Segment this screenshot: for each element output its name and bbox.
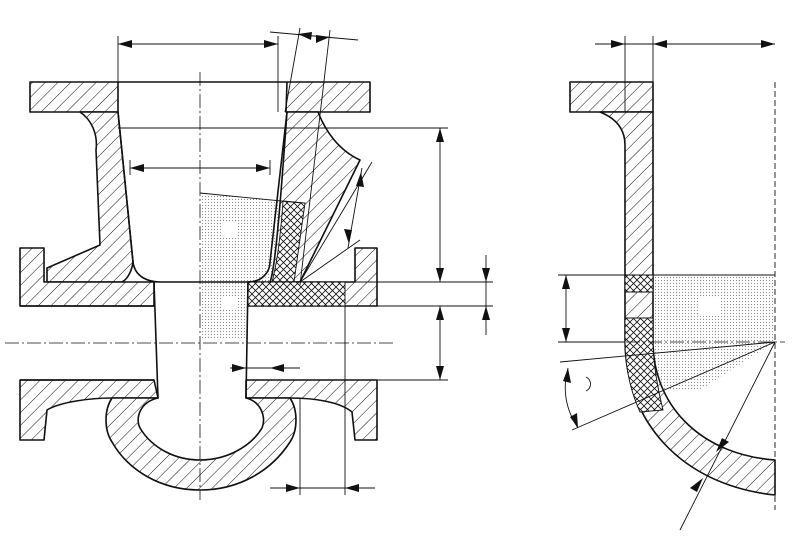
dim-slant-arrow-b	[344, 229, 352, 244]
dim-top-width-arrow-r	[264, 40, 278, 48]
dim-top-draft	[269, 31, 359, 41]
right-dim-top-arrow-1	[611, 40, 625, 48]
right-dim-angle-symbol	[585, 376, 591, 392]
right-dim-vertical-arrow-b	[562, 328, 570, 342]
right-dim-top-arrow-3	[761, 40, 775, 48]
dim-top-draft-arrow	[298, 32, 312, 40]
dim-inner-width-arrow-l	[130, 164, 144, 172]
dim-small-gap-arrow-l	[232, 364, 246, 372]
dim-top-draft-arrow-2	[316, 35, 330, 43]
dim-upper-height-arrow-b	[436, 268, 444, 282]
right-dim-radius-arrow-1	[716, 438, 729, 452]
dim-lower-height-arrow-t	[436, 306, 444, 320]
right-ext-g	[679, 341, 776, 531]
dim-small-gap-arrow-r	[270, 364, 284, 372]
dim-bottom-width-arrow-l	[286, 484, 300, 492]
right-dim-top-arrow-2	[653, 40, 667, 48]
dim-inner-width-arrow-r	[256, 164, 270, 172]
dim-pad-arrow-b	[482, 306, 490, 320]
dim-slant-arrow-t	[356, 172, 364, 187]
right-top-flange	[569, 81, 654, 113]
u-bend	[105, 397, 297, 491]
right-feeder-core	[700, 298, 720, 316]
right-ext-f	[571, 341, 776, 431]
left-bore-outline	[20, 281, 249, 399]
dim-bottom-width-arrow-r	[345, 484, 359, 492]
top-flange	[29, 81, 371, 113]
right-dim-radius-arrow-2	[690, 478, 703, 492]
dim-pad-arrow-t	[482, 268, 490, 282]
right-crosshatch-upper	[624, 274, 654, 293]
section-view-right	[558, 36, 785, 531]
ext-line-i	[199, 192, 303, 204]
right-feeder-dotted	[650, 275, 775, 390]
right-dim-vertical-arrow-t	[562, 275, 570, 289]
crosshatch-pad-base	[247, 281, 346, 307]
right-dim-angle-arrow-t	[563, 368, 571, 383]
right-ext-e	[559, 341, 776, 363]
section-view-left	[5, 27, 493, 500]
ext-line-d	[299, 29, 331, 286]
feeder-core-mark-2	[222, 296, 236, 308]
ext-line-c	[284, 27, 301, 113]
feeder-core-mark	[222, 222, 238, 238]
right-crosshatch-lower	[624, 317, 664, 413]
funnel-inner-outline	[117, 111, 288, 283]
dim-lower-height-arrow-b	[436, 366, 444, 380]
right-dim-angle-arrow-b	[570, 413, 578, 428]
dim-upper-height-arrow-t	[436, 128, 444, 142]
ext-line-k	[299, 239, 361, 283]
dim-top-width-arrow-l	[118, 40, 132, 48]
